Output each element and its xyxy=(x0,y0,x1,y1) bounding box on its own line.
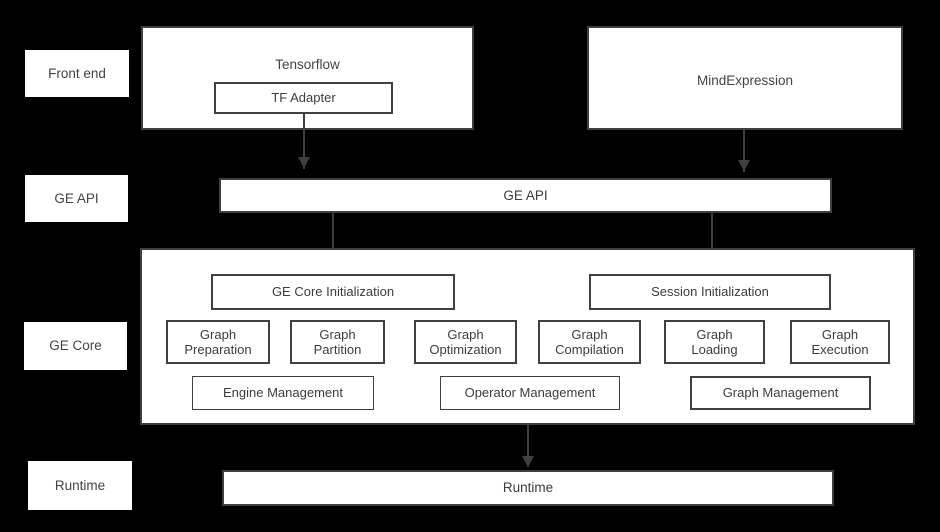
stage-label-ge-api-text: GE API xyxy=(54,190,99,206)
graph-compilation-label: Graph Compilation xyxy=(555,326,624,357)
graph-partition-label: Graph Partition xyxy=(313,326,362,357)
graph-partition-box[interactable]: Graph Partition xyxy=(290,320,385,364)
mindexpression-title: MindExpression xyxy=(696,73,794,88)
session-initialization-label: Session Initialization xyxy=(651,284,769,300)
graph-optimization-label: Graph Optimization xyxy=(429,326,502,357)
graph-loading-label: Graph Loading xyxy=(691,326,738,357)
engine-management-box[interactable]: Engine Management xyxy=(192,376,374,410)
stage-label-runtime: Runtime xyxy=(28,461,132,510)
stage-label-front-end-text: Front end xyxy=(48,65,106,81)
ge-core-initialization-box[interactable]: GE Core Initialization xyxy=(211,274,455,310)
tf-adapter-box[interactable]: TF Adapter xyxy=(214,82,393,114)
graph-management-box[interactable]: Graph Management xyxy=(690,376,871,410)
stage-label-front-end: Front end xyxy=(25,50,129,97)
stage-label-ge-core: GE Core xyxy=(24,322,127,370)
connector-ge-api-to-session-init xyxy=(711,213,713,261)
session-initialization-box[interactable]: Session Initialization xyxy=(589,274,831,310)
tf-adapter-label: TF Adapter xyxy=(271,90,336,106)
engine-management-label: Engine Management xyxy=(223,385,343,401)
connector-tf-adapter-to-ge-api xyxy=(303,114,305,169)
graph-preparation-label: Graph Preparation xyxy=(184,326,252,357)
arrowhead-mindexpression-to-ge-api xyxy=(738,160,750,171)
connector-ge-core-to-runtime xyxy=(527,425,529,467)
ge-api-label: GE API xyxy=(503,187,548,203)
connector-ge-api-to-ge-core-init xyxy=(332,213,334,261)
arrowhead-tf-adapter-to-ge-api xyxy=(298,157,310,168)
graph-compilation-box[interactable]: Graph Compilation xyxy=(538,320,641,364)
stage-label-ge-core-text: GE Core xyxy=(49,338,102,354)
stage-label-runtime-text: Runtime xyxy=(54,477,106,493)
graph-execution-label: Graph Execution xyxy=(811,326,869,357)
graph-management-label: Graph Management xyxy=(722,385,839,401)
graph-loading-box[interactable]: Graph Loading xyxy=(664,320,765,364)
operator-management-label: Operator Management xyxy=(464,385,596,401)
runtime-bar[interactable]: Runtime xyxy=(222,470,834,506)
mindexpression-container: MindExpression xyxy=(587,26,903,130)
operator-management-box[interactable]: Operator Management xyxy=(440,376,620,410)
tensorflow-container: Tensorflow xyxy=(141,26,474,130)
runtime-label: Runtime xyxy=(502,480,554,496)
arrowhead-ge-core-to-runtime xyxy=(522,456,534,467)
ge-api-bar[interactable]: GE API xyxy=(219,178,832,213)
ge-core-initialization-label: GE Core Initialization xyxy=(271,284,395,300)
stage-label-ge-api: GE API xyxy=(25,175,128,222)
connector-mindexpression-to-ge-api xyxy=(743,130,745,172)
graph-execution-box[interactable]: Graph Execution xyxy=(790,320,890,364)
graph-optimization-box[interactable]: Graph Optimization xyxy=(414,320,517,364)
graph-preparation-box[interactable]: Graph Preparation xyxy=(166,320,270,364)
tensorflow-title: Tensorflow xyxy=(275,57,340,72)
